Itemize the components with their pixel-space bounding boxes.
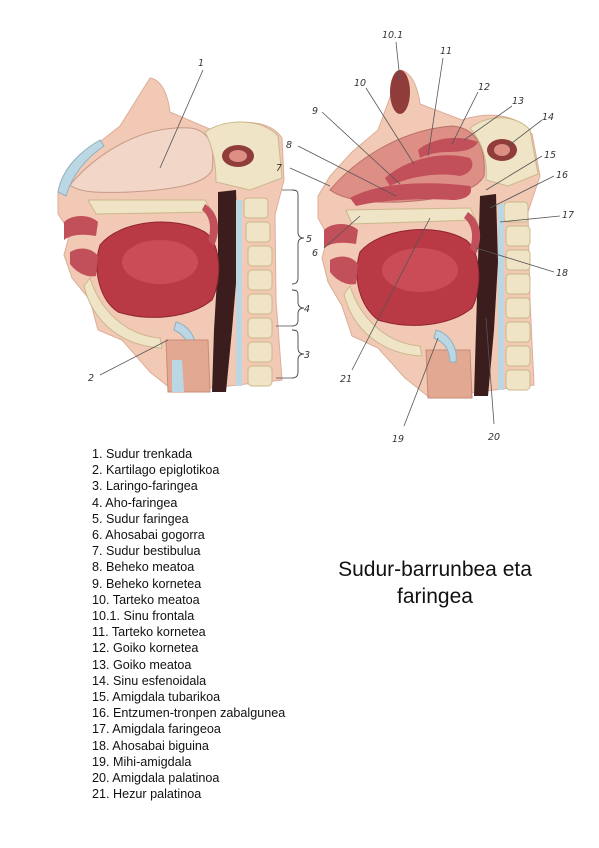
legend-item: 1. Sudur trenkada <box>92 447 193 461</box>
right-epiglottis <box>433 329 457 363</box>
anatomy-figure: 1 2 5 4 3 <box>57 30 574 445</box>
right-leader-20 <box>485 317 495 425</box>
callout-15: 15 <box>544 150 556 161</box>
left-soft-palate <box>202 204 219 246</box>
callout-11: 11 <box>440 46 452 57</box>
right-leader-21 <box>351 217 431 371</box>
callout-20: 20 <box>488 432 500 443</box>
right-leader-6 <box>323 215 361 249</box>
right-leader-10 <box>365 87 415 165</box>
legend-item: 3. Laringo-faringea <box>92 479 198 494</box>
legend-item: 9. Beheko kornetea <box>92 576 202 591</box>
right-leader-14 <box>507 119 543 147</box>
right-hard-palate <box>345 207 477 225</box>
left-tongue-highlight <box>122 240 198 284</box>
right-leader-17 <box>499 215 561 223</box>
legend-item: 18. Ahosabai biguina <box>92 738 209 753</box>
right-middle-turbinate <box>385 155 473 186</box>
right-tongue-highlight <box>382 248 458 292</box>
right-leader-9 <box>321 111 401 185</box>
callout-3: 3 <box>304 350 310 361</box>
callout-7: 7 <box>276 163 282 174</box>
brace-4 <box>291 289 305 327</box>
right-leader-8 <box>297 145 397 197</box>
callout-2: 2 <box>88 373 94 384</box>
legend-item: 21. Hezur palatinoa <box>92 787 202 802</box>
legend-item: 11. Tarteko kornetea <box>92 625 206 640</box>
callout-4: 4 <box>304 304 310 315</box>
left-sphenoid-sinus-lining <box>229 150 247 162</box>
right-pharynx <box>474 194 498 396</box>
callout-21: 21 <box>340 374 352 385</box>
right-sphenoid-sinus-lining <box>494 144 510 156</box>
right-larynx <box>425 349 473 399</box>
legend-item: 8. Beheko meatoa <box>92 560 195 575</box>
left-nasal-cavity <box>69 127 214 193</box>
callout-5: 5 <box>306 234 312 245</box>
right-mandible <box>343 284 423 357</box>
legend-item: 12. Goiko kornetea <box>92 641 199 656</box>
left-cervical-spine <box>236 197 273 387</box>
left-nose-cartilage <box>57 139 105 197</box>
right-lower-lip <box>330 256 358 285</box>
right-head-section: 10.1 11 10 12 13 14 9 8 7 6 15 16 17 18 … <box>276 30 574 445</box>
callout-17: 17 <box>562 210 574 221</box>
left-pharynx <box>212 190 238 392</box>
right-frontal-sinus <box>390 70 410 114</box>
right-upper-lip <box>324 224 358 248</box>
right-superior-turbinate <box>418 137 478 158</box>
right-leader-12 <box>451 91 479 145</box>
callout-10: 10 <box>354 78 366 89</box>
legend-item: 10. Tarteko meatoa <box>92 592 200 607</box>
legend-item: 17. Amigdala faringeoa <box>92 722 221 737</box>
right-leader-16 <box>489 175 555 209</box>
right-leader-11 <box>427 57 444 157</box>
callout-18: 18 <box>556 268 568 279</box>
right-leader-13 <box>463 105 513 141</box>
right-soft-palate <box>464 212 481 254</box>
right-leader-18 <box>475 247 555 273</box>
legend-item: 10.1. Sinu frontala <box>92 609 195 624</box>
left-trachea-cartilage <box>172 360 184 392</box>
legend-item: 20. Amigdala palatinoa <box>92 771 220 786</box>
callout-10-1: 10.1 <box>382 30 403 41</box>
left-head-section: 1 2 5 4 3 <box>57 58 312 393</box>
right-inferior-turbinate <box>350 183 472 206</box>
callout-8: 8 <box>286 140 292 151</box>
right-cervical-spine <box>498 201 531 391</box>
callout-13: 13 <box>512 96 524 107</box>
left-lower-lip <box>70 248 98 277</box>
left-hard-palate <box>87 199 213 215</box>
right-leader-19 <box>403 337 439 427</box>
legend-item: 15. Amigdala tubarikoa <box>92 690 221 705</box>
brace-3 <box>291 329 305 379</box>
legend-item: 14. Sinu esfenoidala <box>92 673 207 688</box>
callout-12: 12 <box>478 82 490 93</box>
legend-item: 7. Sudur bestibulua <box>92 544 201 559</box>
legend-item: 4. Aho-faringea <box>92 495 178 510</box>
left-mandible <box>83 276 163 349</box>
callout-14: 14 <box>542 112 554 123</box>
callout-1: 1 <box>198 58 204 69</box>
legend-list: 1. Sudur trenkada 2. Kartilago epiglotik… <box>92 446 285 802</box>
callout-16: 16 <box>556 170 568 181</box>
callout-9: 9 <box>312 106 318 117</box>
legend-item: 13. Goiko meatoa <box>92 657 192 672</box>
right-leader-10-1 <box>395 41 401 81</box>
right-leader-7 <box>289 167 331 187</box>
legend-item: 16. Entzumen-tronpen zabalgunea <box>92 706 286 721</box>
callout-19: 19 <box>392 434 404 445</box>
legend-item: 5. Sudur faringea <box>92 511 189 526</box>
legend-item: 6. Ahosabai gogorra <box>92 528 205 543</box>
left-leader-1 <box>159 69 204 169</box>
left-leader-2 <box>99 339 169 376</box>
page-title: Sudur-barrunbea eta faringea <box>338 558 532 608</box>
legend-item: 2. Kartilago epiglotikoa <box>92 463 220 478</box>
left-upper-lip <box>64 216 98 240</box>
legend-item: 19. Mihi-amigdala <box>92 754 192 769</box>
right-leader-15 <box>485 155 543 191</box>
brace-5 <box>291 189 305 285</box>
callout-6: 6 <box>312 248 318 259</box>
